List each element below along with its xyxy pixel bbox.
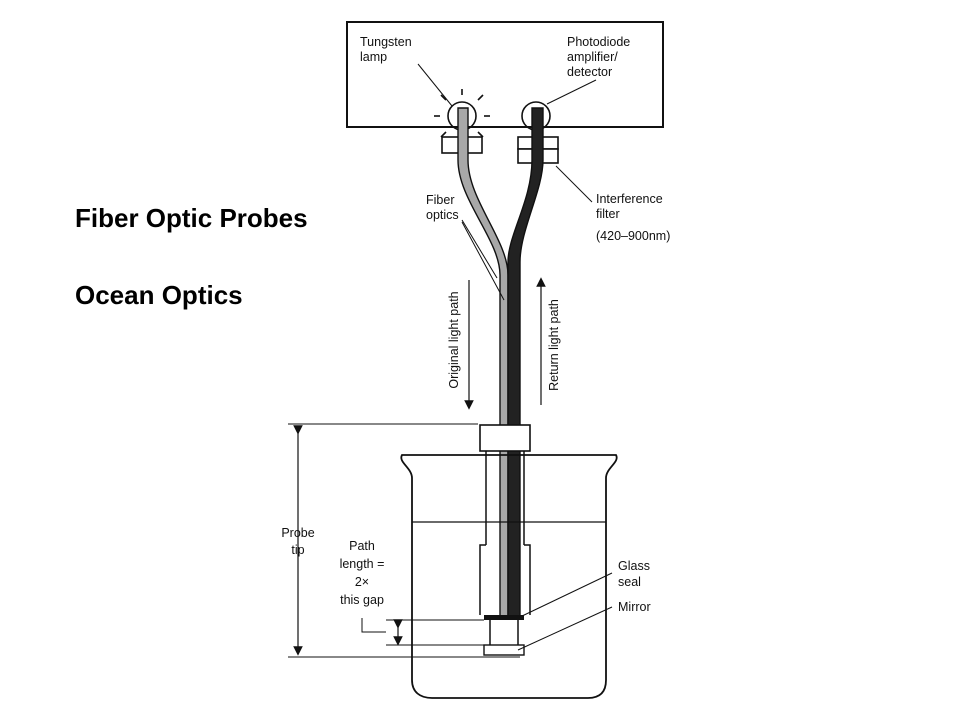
label-path-2: length = (340, 557, 385, 571)
label-photodiode-1: Photodiode (567, 35, 630, 49)
outgoing-fiber (457, 107, 509, 619)
label-fiber-1: Fiber (426, 193, 454, 207)
glass-seal (484, 615, 524, 620)
label-photodiode-2: amplifier/ (567, 50, 618, 64)
label-fiber-2: optics (426, 208, 459, 222)
label-glass-2: seal (618, 575, 641, 589)
label-tungsten-1: Tungsten (360, 35, 412, 49)
label-glass-1: Glass (618, 559, 650, 573)
label-interference-3: (420–900nm) (596, 229, 670, 243)
label-mirror: Mirror (618, 600, 651, 614)
label-tungsten-2: lamp (360, 50, 387, 64)
return-fiber (507, 107, 544, 619)
label-path-4: this gap (340, 593, 384, 607)
slide-subtitle: Ocean Optics (75, 280, 243, 310)
beaker (400, 454, 618, 699)
slide-title: Fiber Optic Probes (75, 203, 308, 233)
label-original-path: Original light path (447, 291, 461, 388)
label-interference-2: filter (596, 207, 620, 221)
probe-head (479, 424, 531, 452)
label-photodiode-3: detector (567, 65, 612, 79)
label-probe-2: tip (291, 543, 304, 557)
label-interference-1: Interference (596, 192, 663, 206)
gap-leader (361, 618, 386, 633)
label-return-path: Return light path (547, 299, 561, 391)
instrument-box (346, 21, 664, 128)
label-path-3: 2× (355, 575, 369, 589)
probe-tip-body (479, 544, 531, 615)
label-path-1: Path (349, 539, 375, 553)
label-probe-1: Probe (281, 526, 314, 540)
mirror (483, 644, 525, 656)
